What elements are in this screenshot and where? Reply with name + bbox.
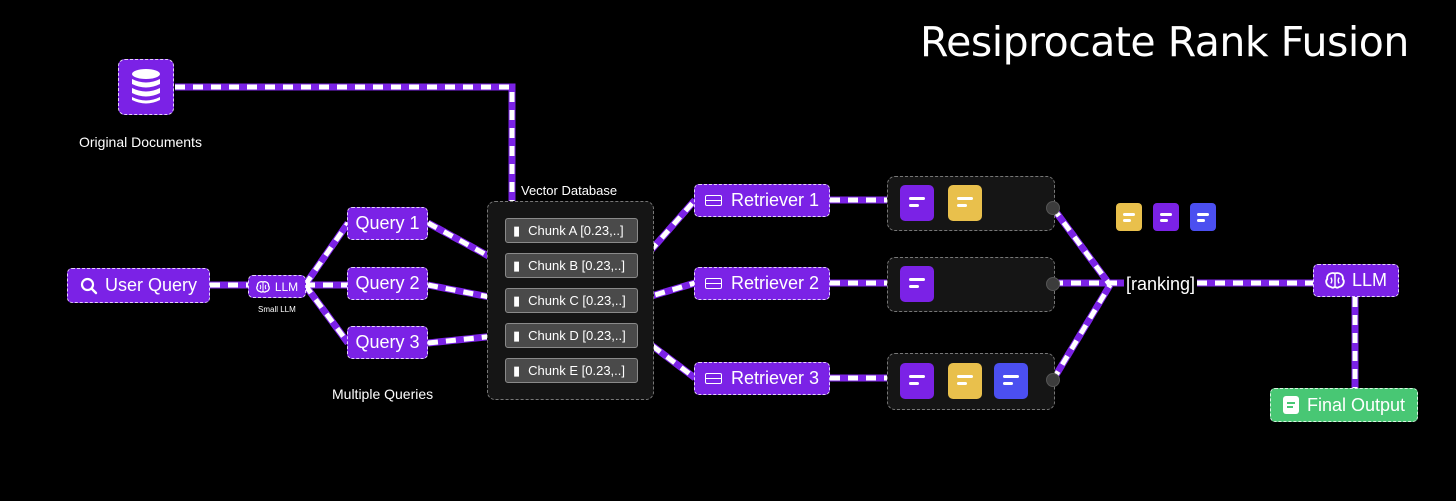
database-node[interactable]	[118, 59, 174, 115]
chunk-d[interactable]: ▮Chunk D [0.23,..]	[505, 323, 638, 348]
multiple-queries-caption: Multiple Queries	[332, 386, 434, 402]
final-llm-label: LLM	[1351, 270, 1387, 290]
user-query-label: User Query	[104, 275, 198, 295]
fused-card-icon	[1190, 203, 1216, 231]
final-output-node[interactable]: Final Output	[1270, 388, 1418, 422]
small-llm-caption: Small LLM	[258, 305, 296, 314]
server-icon	[704, 373, 722, 384]
server-icon	[704, 278, 722, 289]
result-card-icon	[900, 185, 934, 221]
user-query-node[interactable]: User Query	[67, 268, 210, 303]
result-card-icon	[900, 363, 934, 399]
small-llm-label: LLM	[274, 279, 299, 294]
original-documents-label: Original Documents	[79, 134, 202, 150]
diagram-title: Resiprocate Rank Fusion	[920, 18, 1409, 66]
file-icon: ▮	[513, 257, 521, 273]
query-2-node[interactable]: Query 2	[347, 267, 428, 300]
query-3-node[interactable]: Query 3	[347, 326, 428, 359]
retriever-2-node[interactable]: Retriever 2	[694, 267, 830, 300]
chunk-c[interactable]: ▮Chunk C [0.23,..]	[505, 288, 638, 313]
fused-card-icon	[1116, 203, 1142, 231]
connector-dot	[1046, 277, 1060, 291]
connector-dot	[1046, 201, 1060, 215]
fused-card-icon	[1153, 203, 1179, 231]
file-icon: ▮	[513, 327, 521, 343]
server-icon	[704, 195, 722, 206]
ranking-label: [ranking]	[1124, 274, 1198, 295]
result-card-icon	[948, 363, 982, 399]
final-llm-node[interactable]: LLM	[1313, 264, 1399, 297]
brain-icon	[256, 280, 270, 293]
file-icon: ▮	[513, 222, 521, 238]
result-card-icon	[994, 363, 1028, 399]
file-icon: ▮	[513, 292, 521, 308]
final-output-label: Final Output	[1306, 394, 1406, 415]
vector-database-label: Vector Database	[521, 183, 618, 198]
file-icon: ▮	[513, 362, 521, 378]
brain-icon	[1325, 272, 1345, 289]
query-1-node[interactable]: Query 1	[347, 207, 428, 240]
result-card-icon	[900, 266, 934, 302]
chunk-e[interactable]: ▮Chunk E [0.23,..]	[505, 358, 638, 383]
retriever-1-node[interactable]: Retriever 1	[694, 184, 830, 217]
chunk-a[interactable]: ▮Chunk A [0.23,..]	[505, 218, 638, 243]
result-card-icon	[948, 185, 982, 221]
chunk-b[interactable]: ▮Chunk B [0.23,..]	[505, 253, 638, 278]
document-icon	[1282, 396, 1299, 414]
database-icon	[132, 69, 160, 104]
search-icon	[80, 277, 98, 294]
connector-dot	[1046, 373, 1060, 387]
retriever-3-node[interactable]: Retriever 3	[694, 362, 830, 395]
small-llm-node[interactable]: LLM	[248, 275, 306, 298]
